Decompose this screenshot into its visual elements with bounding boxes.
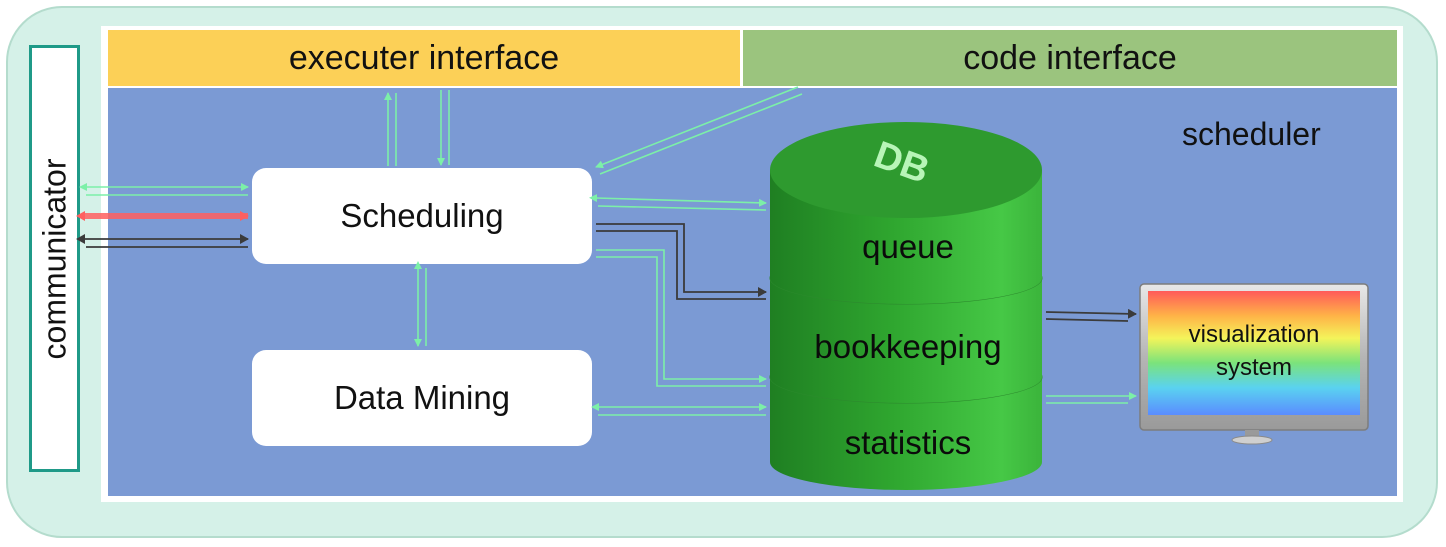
executer-interface: executer interface <box>108 30 740 86</box>
sched-db-arrow-a <box>589 194 767 207</box>
visualization-label: visualization system <box>1148 318 1360 384</box>
code-interface: code interface <box>743 30 1397 86</box>
scheduling-module: Scheduling <box>252 168 592 264</box>
data-mining-module: Data Mining <box>252 350 592 446</box>
db-layer-bookkeeping: bookkeeping <box>814 328 1002 365</box>
scheduling-db-link <box>589 194 767 211</box>
code-interface-label: code interface <box>963 38 1177 77</box>
scheduling-label: Scheduling <box>340 197 504 234</box>
monitor-stand <box>1231 435 1273 445</box>
communicator-box: communicator <box>29 45 80 472</box>
db-queue-base <box>770 252 1042 304</box>
db-bottom-cap <box>770 434 1042 490</box>
scheduling-mining-link <box>414 261 427 347</box>
monitor-icon <box>1139 283 1369 445</box>
queue-arrow-b <box>596 230 766 300</box>
communicator-links <box>76 183 249 248</box>
scheduler-label: scheduler <box>1182 116 1321 152</box>
monitor-screen <box>1148 291 1360 415</box>
db-layer-queue: queue <box>862 228 954 265</box>
monitor-neck <box>1245 430 1259 438</box>
db-bookkeeping-base <box>770 351 1042 403</box>
database-cylinder: DB <box>769 122 1043 490</box>
executer-links <box>384 90 450 166</box>
scheduling-stats-link <box>596 249 767 387</box>
bookkeeping-viz-arrow-b <box>1045 318 1129 322</box>
stats-arrow-a <box>596 249 767 383</box>
scheduling-queue-link <box>596 223 767 300</box>
db-visualization-links <box>1045 308 1137 404</box>
executer-interface-label: executer interface <box>288 38 560 77</box>
visualization-line-2: system <box>1215 354 1292 381</box>
db-top-cap <box>770 122 1042 218</box>
bookkeeping-viz-arrow-a <box>1045 308 1137 319</box>
db-layer-statistics: statistics <box>844 424 972 461</box>
code-arrow-a <box>595 86 799 169</box>
queue-arrow-a <box>596 223 767 297</box>
code-interface-link <box>595 86 803 175</box>
stats-arrow-b <box>596 256 766 387</box>
mining-db-link <box>591 403 767 416</box>
visualization-line-1: visualization <box>1188 321 1320 348</box>
data-mining-label: Data Mining <box>333 379 511 416</box>
sched-db-arrow-b <box>597 205 767 211</box>
code-arrow-b <box>599 93 803 175</box>
